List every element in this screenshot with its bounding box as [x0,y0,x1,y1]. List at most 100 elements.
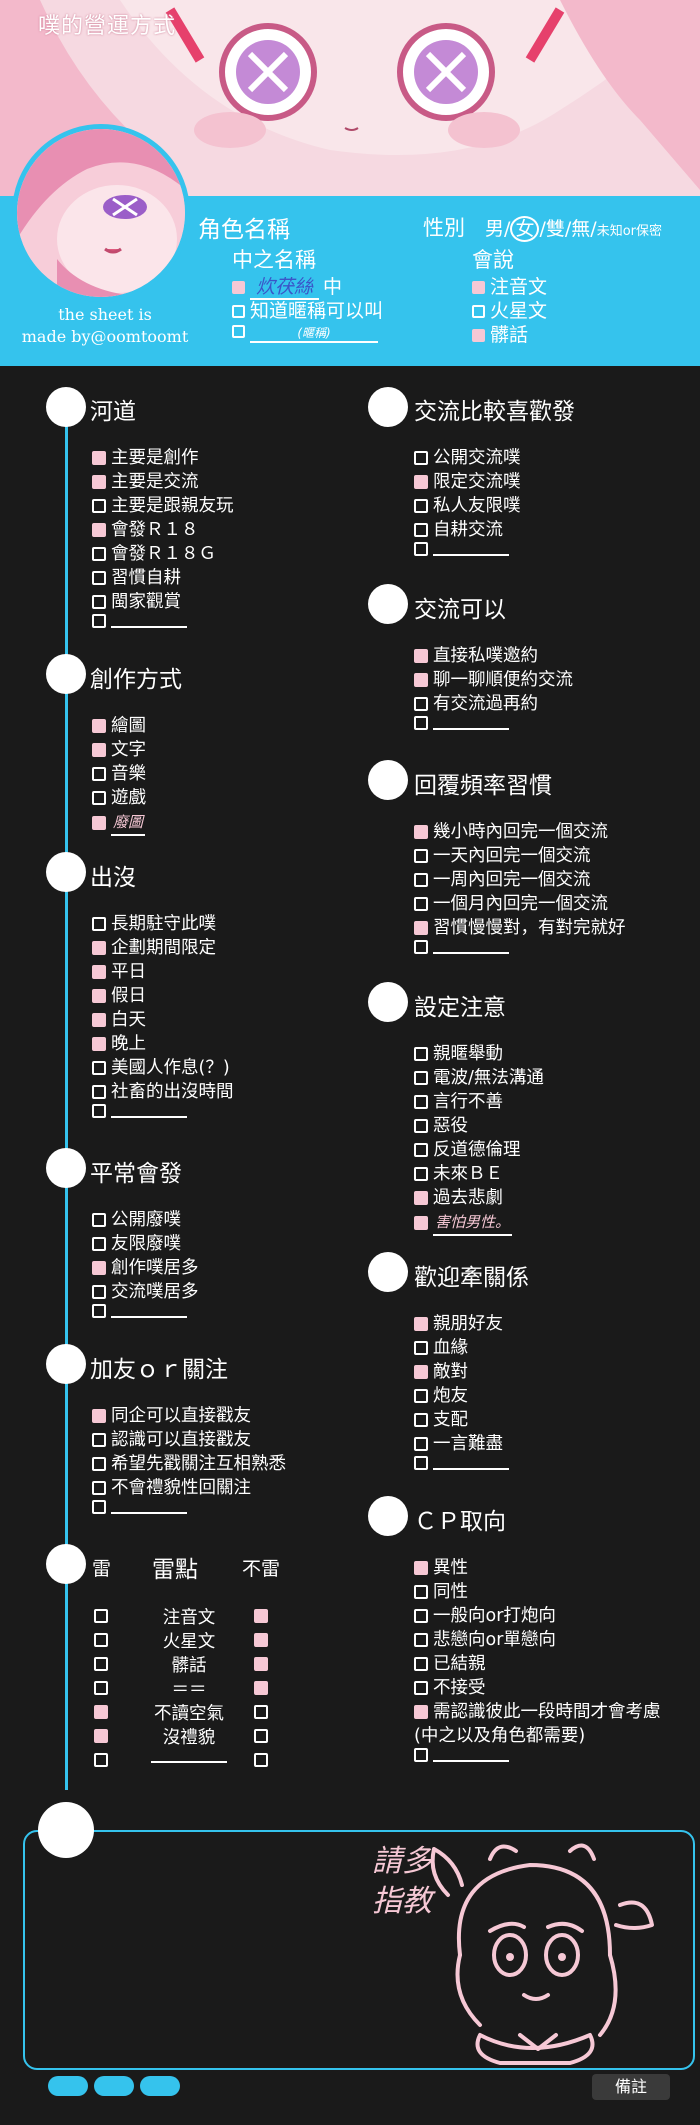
blank-line[interactable] [111,614,187,628]
thunder-right-check[interactable] [254,1657,268,1671]
nickname-blank-check[interactable] [232,325,245,338]
thunder-left-check[interactable] [94,1681,108,1695]
checkbox[interactable] [92,941,106,955]
blank-line[interactable] [111,1500,187,1514]
thunder-left-check[interactable] [94,1729,108,1743]
checkbox[interactable] [92,1213,106,1227]
checkbox[interactable] [92,791,106,805]
checkbox[interactable] [92,719,106,733]
speak-check-1[interactable] [472,305,485,318]
checkbox[interactable] [92,451,106,465]
checkbox[interactable] [414,1561,428,1575]
checkbox[interactable] [414,849,428,863]
checkbox[interactable] [92,547,106,561]
checkbox[interactable] [414,1143,428,1157]
checkbox[interactable] [414,1365,428,1379]
checkbox[interactable] [414,1609,428,1623]
blank-line[interactable] [433,542,509,556]
checkbox[interactable] [414,451,428,465]
checkbox[interactable] [92,1409,106,1423]
thunder-right-check[interactable] [254,1681,268,1695]
checkbox[interactable] [414,1633,428,1647]
blank-line[interactable] [433,1748,509,1762]
thunder-blank[interactable] [134,1748,244,1768]
checkbox[interactable] [414,1456,428,1470]
checkbox[interactable] [414,1681,428,1695]
checkbox[interactable] [414,523,428,537]
thunder-left-check[interactable] [94,1609,108,1623]
notes-box[interactable] [23,1830,695,2070]
checkbox[interactable] [414,897,428,911]
checkbox[interactable] [92,1237,106,1251]
checkbox[interactable] [92,1061,106,1075]
checkbox[interactable] [414,673,428,687]
checkbox[interactable] [92,1481,106,1495]
thunder-right-check[interactable] [254,1633,268,1647]
checkbox[interactable] [414,1389,428,1403]
checkbox[interactable] [414,697,428,711]
checkbox[interactable] [414,1748,428,1762]
checkbox[interactable] [414,1413,428,1427]
checkbox[interactable] [414,873,428,887]
speak-check-0[interactable] [472,281,485,294]
checkbox[interactable] [414,649,428,663]
checkbox[interactable] [92,743,106,757]
nickname-check[interactable] [232,305,245,318]
blank-line[interactable] [111,1304,187,1318]
checkbox[interactable] [414,1167,428,1181]
checkbox[interactable] [92,989,106,1003]
checkbox[interactable] [414,1437,428,1451]
checkbox[interactable] [92,614,106,628]
checkbox[interactable] [414,542,428,556]
checkbox[interactable] [92,1104,106,1118]
checkbox[interactable] [92,523,106,537]
blank-line[interactable] [433,940,509,954]
checkbox[interactable] [414,825,428,839]
checkbox[interactable] [92,475,106,489]
thunder-right-check[interactable] [254,1753,268,1767]
checkbox[interactable] [414,940,428,954]
blank-line[interactable] [111,1104,187,1118]
checkbox[interactable] [414,1095,428,1109]
checkbox[interactable] [414,499,428,513]
checkbox[interactable] [92,1285,106,1299]
checkbox[interactable] [92,917,106,931]
thunder-left-check[interactable] [94,1633,108,1647]
checkbox[interactable] [414,1705,428,1719]
checkbox[interactable] [414,921,428,935]
checkbox[interactable] [92,1013,106,1027]
thunder-right-check[interactable] [254,1729,268,1743]
blank-line[interactable] [433,716,509,730]
speak-check-2[interactable] [472,329,485,342]
checkbox[interactable] [414,1047,428,1061]
checkbox[interactable] [92,767,106,781]
checkbox[interactable] [92,965,106,979]
checkbox[interactable] [92,1500,106,1514]
middle-name-check[interactable] [232,281,245,294]
blank-line[interactable] [433,1456,509,1470]
checkbox[interactable] [92,816,106,830]
checkbox[interactable] [414,716,428,730]
checkbox[interactable] [414,475,428,489]
checkbox[interactable] [92,1433,106,1447]
checkbox[interactable] [414,1119,428,1133]
checkbox[interactable] [414,1657,428,1671]
checkbox[interactable] [414,1585,428,1599]
thunder-right-check[interactable] [254,1705,268,1719]
checkbox[interactable] [92,1085,106,1099]
checkbox[interactable] [414,1216,428,1230]
checkbox[interactable] [414,1071,428,1085]
checkbox[interactable] [414,1341,428,1355]
thunder-right-check[interactable] [254,1609,268,1623]
checkbox[interactable] [92,1457,106,1471]
checkbox[interactable] [92,499,106,513]
checkbox[interactable] [414,1191,428,1205]
thunder-left-check[interactable] [94,1657,108,1671]
checkbox[interactable] [92,1304,106,1318]
thunder-left-check[interactable] [94,1753,108,1767]
thunder-left-check[interactable] [94,1705,108,1719]
checkbox[interactable] [92,595,106,609]
checkbox[interactable] [414,1317,428,1331]
checkbox[interactable] [92,1037,106,1051]
checkbox[interactable] [92,1261,106,1275]
